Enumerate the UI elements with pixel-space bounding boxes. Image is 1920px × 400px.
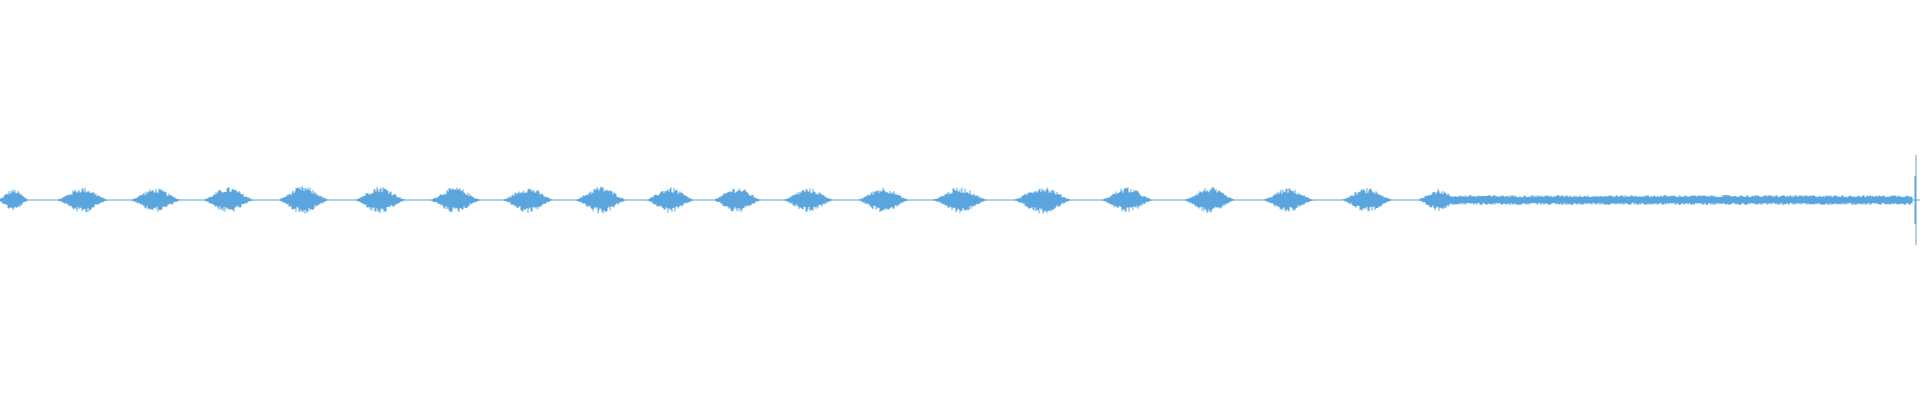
waveform-trace xyxy=(0,155,1917,245)
